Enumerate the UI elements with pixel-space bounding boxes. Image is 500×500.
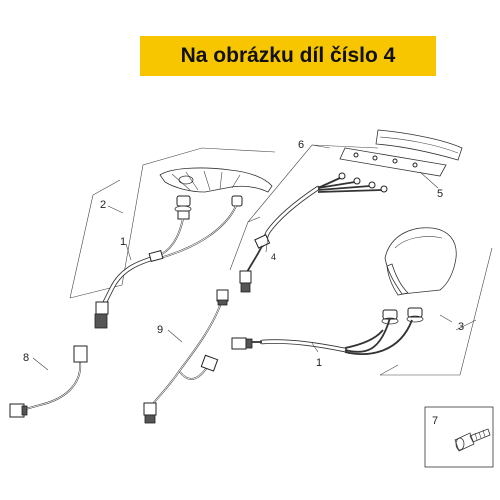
headlight-housing	[159, 167, 273, 193]
wiring-harness-1-right	[231, 307, 424, 355]
leader-lines	[32, 144, 453, 371]
banner-text: Na obrázku díl číslo 4	[180, 44, 396, 67]
y-harness-9	[143, 289, 229, 424]
group-6-outline	[229, 144, 379, 271]
bulb-socket-2	[231, 195, 243, 207]
group-2-outline	[69, 147, 276, 299]
callout-1-right: 1	[316, 357, 322, 369]
tail-light-cover	[384, 227, 457, 296]
callout-7: 7	[432, 415, 438, 427]
callout-9: 9	[157, 324, 163, 336]
wiring-harness-4	[239, 172, 388, 293]
callout-6: 6	[298, 139, 304, 151]
callout-3: 3	[458, 321, 464, 333]
callout-2: 2	[100, 199, 106, 211]
part-7-box	[424, 406, 494, 468]
part-number-banner: Na obrázku díl číslo 4	[140, 36, 436, 76]
callout-5: 5	[437, 188, 443, 200]
callout-8: 8	[23, 352, 29, 364]
callout-1-left: 1	[120, 236, 126, 248]
group-3-outline	[379, 247, 493, 376]
callout-4: 4	[271, 252, 276, 262]
wiring-harness-1-left	[94, 205, 237, 329]
led-strip-5	[339, 129, 463, 177]
jumper-cable-8	[9, 345, 88, 418]
bulb-socket-1	[174, 195, 192, 220]
